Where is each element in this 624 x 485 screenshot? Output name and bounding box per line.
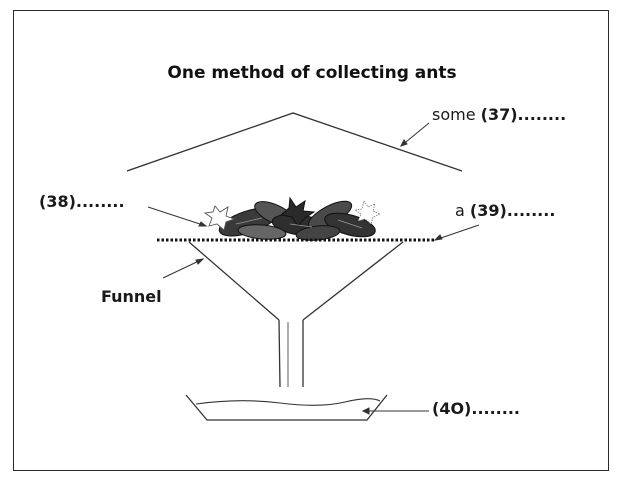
pointer-lines xyxy=(147,122,480,415)
diagram-title: One method of collecting ants xyxy=(167,63,457,83)
leaf-pile xyxy=(203,196,382,241)
label-38: (38)........ xyxy=(39,192,125,211)
label-37: some (37)........ xyxy=(432,105,567,124)
label-funnel: Funnel xyxy=(101,287,162,306)
diagram-frame xyxy=(13,10,609,471)
label-40: (4O)........ xyxy=(432,399,520,418)
collecting-dish xyxy=(185,394,388,421)
funnel xyxy=(188,241,404,388)
cover-roof xyxy=(126,112,463,172)
label-39: a (39)........ xyxy=(455,201,556,220)
